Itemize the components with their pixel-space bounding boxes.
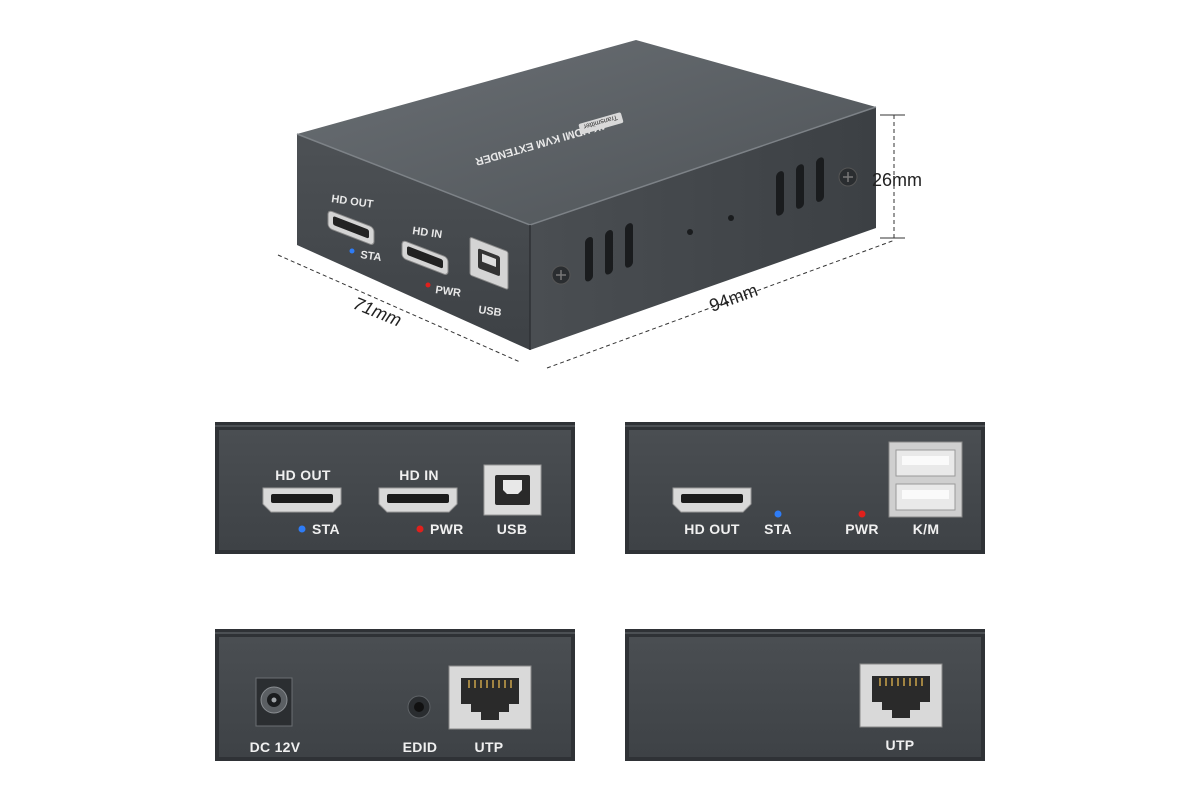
screw-icon <box>551 265 571 285</box>
height-dimension: 26mm <box>872 170 922 190</box>
edid-button-icon <box>407 695 431 719</box>
dual-usb-a-port-icon <box>888 441 963 518</box>
iso-hdmi-out-port <box>327 210 375 245</box>
sta-led-icon <box>774 510 782 518</box>
rx-back-utp-label: UTP <box>886 737 915 753</box>
tx-front-usb-label: USB <box>497 521 527 537</box>
iso-side-vents <box>585 157 824 282</box>
tx-back-edid-label: EDID <box>403 739 438 755</box>
width-dimension: 94mm <box>707 280 761 316</box>
device-front-face <box>297 134 530 350</box>
iso-usb-label: USB <box>478 304 503 319</box>
tx-front-hd-in-label: HD IN <box>399 467 439 483</box>
hdmi-port-icon <box>262 487 342 513</box>
iso-side-hole <box>687 229 693 235</box>
pwr-led-icon <box>416 525 424 533</box>
rx-front-pwr-label: PWR <box>845 521 879 537</box>
dc-power-jack-icon <box>255 677 293 727</box>
panel-rx-front: HD OUT STA PWR K/M <box>625 422 985 554</box>
hdmi-port-icon <box>672 487 752 513</box>
rj45-port-icon <box>859 663 943 728</box>
isometric-device: 4K HDMI KVM EXTENDER Transmitter HD OUT … <box>296 40 877 350</box>
sta-led-icon <box>298 525 306 533</box>
iso-side-hole <box>728 215 734 221</box>
hdmi-port-icon <box>378 487 458 513</box>
tx-front-hd-out-label: HD OUT <box>275 467 331 483</box>
iso-pwr-led <box>425 282 431 288</box>
rx-front-km-label: K/M <box>913 521 940 537</box>
rx-front-hd-out-label: HD OUT <box>684 521 740 537</box>
iso-sta-label: STA <box>360 249 383 264</box>
iso-hd-in-label: HD IN <box>412 225 443 241</box>
rx-front-sta-label: STA <box>764 521 792 537</box>
tx-front-sta-label: STA <box>312 521 340 537</box>
panel-tx-front: HD OUT STA HD IN PWR USB <box>215 422 575 554</box>
tx-back-dc-label: DC 12V <box>250 739 301 755</box>
tx-back-utp-label: UTP <box>475 739 504 755</box>
rj45-port-icon <box>448 665 532 730</box>
iso-hdmi-in-port <box>401 240 449 275</box>
panel-tx-back: DC 12V EDID UTP <box>215 629 575 761</box>
iso-front-ports: HD OUT STA HD IN PWR USB <box>327 193 509 319</box>
screw-icon <box>838 167 858 187</box>
dimension-lines <box>277 114 905 369</box>
device-side-face <box>530 107 876 350</box>
iso-usb-port <box>469 237 509 290</box>
pwr-led-icon <box>858 510 866 518</box>
panel-rx-back: UTP <box>625 629 985 761</box>
iso-pwr-label: PWR <box>435 284 462 299</box>
tx-front-pwr-label: PWR <box>430 521 464 537</box>
iso-sta-led <box>349 248 355 254</box>
usb-b-port-icon <box>483 464 542 516</box>
iso-hd-out-label: HD OUT <box>331 193 375 211</box>
